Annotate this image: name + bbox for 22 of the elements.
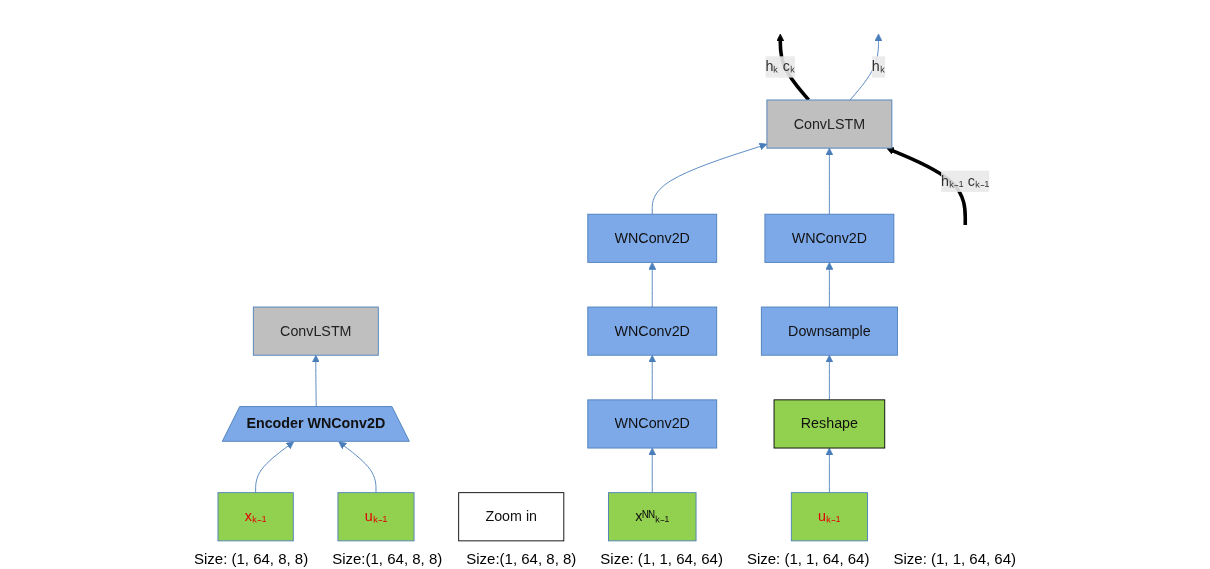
- node-box: WNConv2D: [587, 213, 718, 263]
- node-box: WNConv2D: [587, 306, 718, 356]
- node-box: WNConv2D: [587, 399, 718, 449]
- node-box: xᴺᴺₖ₋₁: [608, 492, 697, 542]
- edge-label: hₖ₋₁ cₖ₋₁: [941, 173, 990, 189]
- size-note: Size: (1, 64, 8, 8): [193, 550, 309, 567]
- node-box: ConvLSTM: [252, 306, 379, 356]
- node-box: Downsample: [760, 306, 898, 356]
- size-note: Size: (1, 1, 64, 64): [893, 550, 1017, 567]
- node-box: Zoom in: [458, 492, 565, 542]
- size-note: Size:(1, 64, 8, 8): [332, 550, 443, 567]
- edge-label: hₖ: [871, 58, 886, 75]
- size-note: Size: (1, 1, 64, 64): [600, 550, 723, 567]
- node-box: ConvLSTM: [766, 99, 893, 149]
- size-note: Size: (1, 1, 64, 64): [746, 550, 870, 567]
- node-box: xₖ₋₁: [217, 492, 294, 542]
- node-box: WNConv2D: [764, 213, 895, 263]
- edge-label: hₖ cₖ: [765, 58, 796, 75]
- node-box: uₖ₋₁: [790, 492, 868, 542]
- size-note: Size:(1, 64, 8, 8): [466, 550, 577, 567]
- node-box: uₖ₋₁: [337, 492, 415, 542]
- node-box: Reshape: [773, 399, 886, 449]
